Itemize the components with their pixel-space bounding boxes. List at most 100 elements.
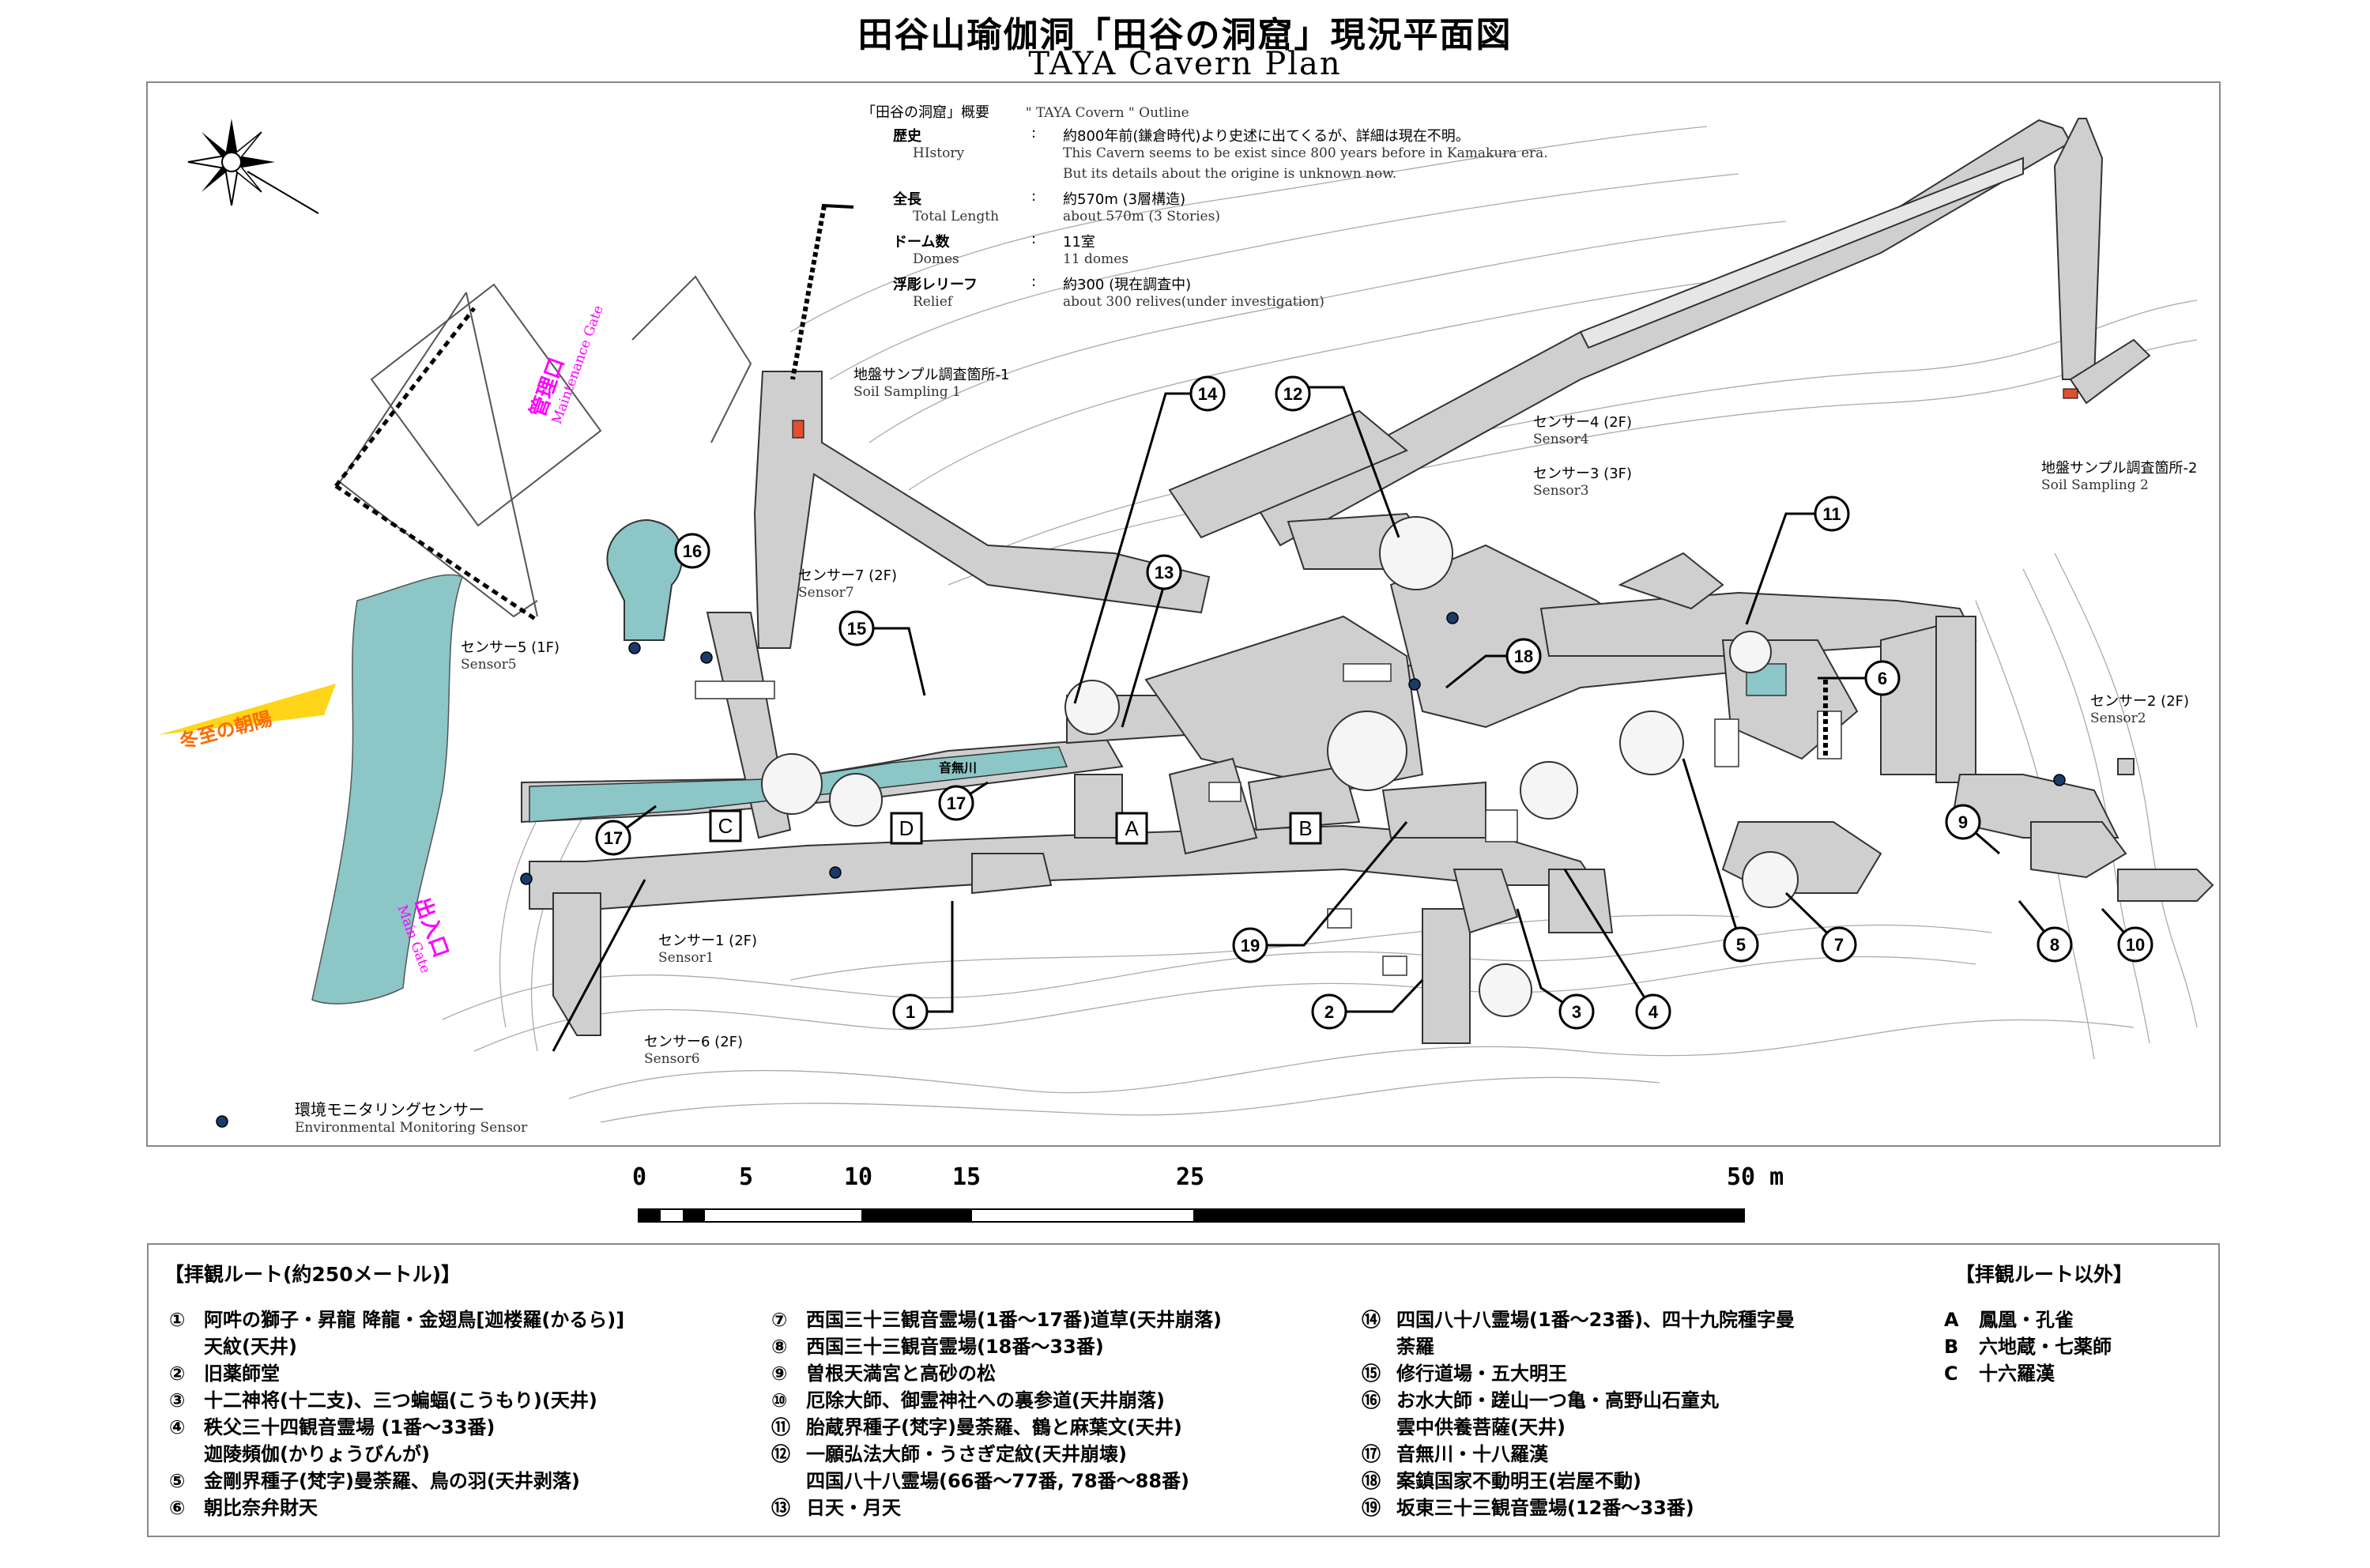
route-marker-label: 15 xyxy=(847,619,866,639)
legend-item-number: ⑬ xyxy=(771,1497,790,1519)
legend-item-text: 西国三十三観音霊場(18番～33番) xyxy=(806,1336,1104,1358)
route-marker-label: 14 xyxy=(1198,384,1218,404)
legend-item-text: 一願弘法大師・うさぎ定紋(天井崩壊) xyxy=(806,1443,1127,1465)
scale-tick-0: 0 xyxy=(632,1163,647,1191)
route-marker-label: 4 xyxy=(1648,1002,1659,1022)
sensor-5-marker xyxy=(628,642,641,654)
soil-sample-2-marker xyxy=(2063,388,2078,399)
sensor-6-label: センサー6 (2F)Sensor6 xyxy=(644,1034,744,1067)
sensor-4-marker xyxy=(1408,678,1421,691)
building-outlines xyxy=(339,275,752,618)
legend-item-number: ⑩ xyxy=(771,1389,788,1412)
legend-item-continuation: 天紋(天井) xyxy=(204,1336,297,1358)
legend-item-text: 阿吽の獅子・昇龍 降龍・金翅鳥[迦楼羅(かるら)] xyxy=(204,1309,625,1331)
route-marker-19: 19 xyxy=(1232,927,1268,963)
pond xyxy=(311,574,463,1004)
route-marker-6: 6 xyxy=(1864,660,1901,696)
scale-tick-50: 50 m xyxy=(1727,1163,1784,1191)
overview-label-jp: 浮彫レリーフ xyxy=(893,277,978,293)
route-marker-3: 3 xyxy=(1558,993,1595,1030)
letter-marker-label: D xyxy=(899,816,914,840)
route-marker-label: 16 xyxy=(683,541,702,561)
page-subtitle: TAYA Cavern Plan xyxy=(1028,46,1342,82)
legend-item-number: ⑦ xyxy=(771,1309,788,1331)
legend-item-number: A xyxy=(1944,1309,1959,1331)
hatched-shafts xyxy=(790,204,1828,759)
overview-label-jp: 歴史 xyxy=(893,128,921,145)
legend-item-number: ⑮ xyxy=(1362,1363,1381,1385)
sensor-legend-marker xyxy=(216,1115,228,1128)
overview-value-en: about 570m (3 Stories) xyxy=(1063,209,1220,224)
route-marker-label: 17 xyxy=(604,828,623,848)
map-frame xyxy=(146,81,2221,1147)
overview-label-en: Domes xyxy=(913,251,959,267)
overview-label-jp: 全長 xyxy=(893,191,921,208)
overview-value-en-2: But its details about the origine is unk… xyxy=(1063,166,1397,182)
domes xyxy=(761,516,1799,1017)
legend-item-number: ⑭ xyxy=(1362,1309,1381,1331)
route-marker-label: 13 xyxy=(1155,563,1174,582)
scale-tick-25: 25 xyxy=(1176,1163,1205,1191)
route-marker-7: 7 xyxy=(1821,926,1857,963)
legend-item-text: 案鎮国家不動明王(岩屋不動) xyxy=(1396,1470,1641,1492)
route-marker-label: 7 xyxy=(1834,935,1844,955)
route-marker-label: 17 xyxy=(947,793,966,813)
route-marker-9: 9 xyxy=(1945,804,1981,840)
overview-value-jp: 11室 xyxy=(1063,234,1095,251)
route-marker-label: 12 xyxy=(1283,384,1302,404)
overview-heading: 「田谷の洞窟」概要 " TAYA Covern " Outline xyxy=(861,101,1189,122)
legend-item-number: ⑱ xyxy=(1362,1470,1381,1492)
sensor-markers xyxy=(216,612,2066,1128)
shrine-16-pool xyxy=(606,519,683,641)
overview-colon: : xyxy=(1031,273,1037,290)
sensor-1-marker xyxy=(829,866,842,879)
legend-item-number: ② xyxy=(169,1363,186,1385)
overview-value-jp: 約300 (現在調査中) xyxy=(1063,277,1192,293)
route-marker-12: 12 xyxy=(1275,375,1311,412)
route-marker-8: 8 xyxy=(2037,926,2073,963)
letter-marker-C: C xyxy=(709,809,742,842)
route-marker-label: 6 xyxy=(1878,669,1887,688)
route-marker-2: 2 xyxy=(1311,993,1347,1030)
route-marker-label: 9 xyxy=(1958,812,1968,832)
legend-item-number: ⑪ xyxy=(771,1416,790,1438)
route-heading: 【拝観ルート(約250メートル)】 xyxy=(164,1263,462,1286)
sensor-4-label: センサー4 (2F)Sensor4 xyxy=(1533,414,1633,447)
legend-item-continuation: 四国八十八霊場(66番～77番, 78番～88番) xyxy=(806,1470,1190,1492)
legend-item-number: ⑤ xyxy=(169,1470,186,1492)
overview-label-en: Relief xyxy=(913,294,953,310)
stairs xyxy=(695,663,1842,976)
route-marker-17: 17 xyxy=(595,820,631,856)
sensor-7-label: センサー7 (2F)Sensor7 xyxy=(798,567,898,601)
route-marker-17: 17 xyxy=(938,785,974,821)
letter-marker-label: C xyxy=(718,814,733,838)
route-marker-label: 3 xyxy=(1572,1002,1581,1022)
route-marker-label: 5 xyxy=(1736,935,1746,955)
route-marker-13: 13 xyxy=(1146,554,1182,590)
letter-marker-label: B xyxy=(1298,816,1312,840)
route-marker-label: 18 xyxy=(1514,646,1533,666)
overview-value-jp: 約800年前(鎌倉時代)より史述に出てくるが、詳細は現在不明。 xyxy=(1063,128,1470,145)
cave-floor xyxy=(521,118,2214,1044)
route-marker-16: 16 xyxy=(674,533,710,569)
legend-item-text: 坂東三十三観音霊場(12番～33番) xyxy=(1396,1497,1694,1519)
soil-sample-1-marker xyxy=(792,420,804,439)
